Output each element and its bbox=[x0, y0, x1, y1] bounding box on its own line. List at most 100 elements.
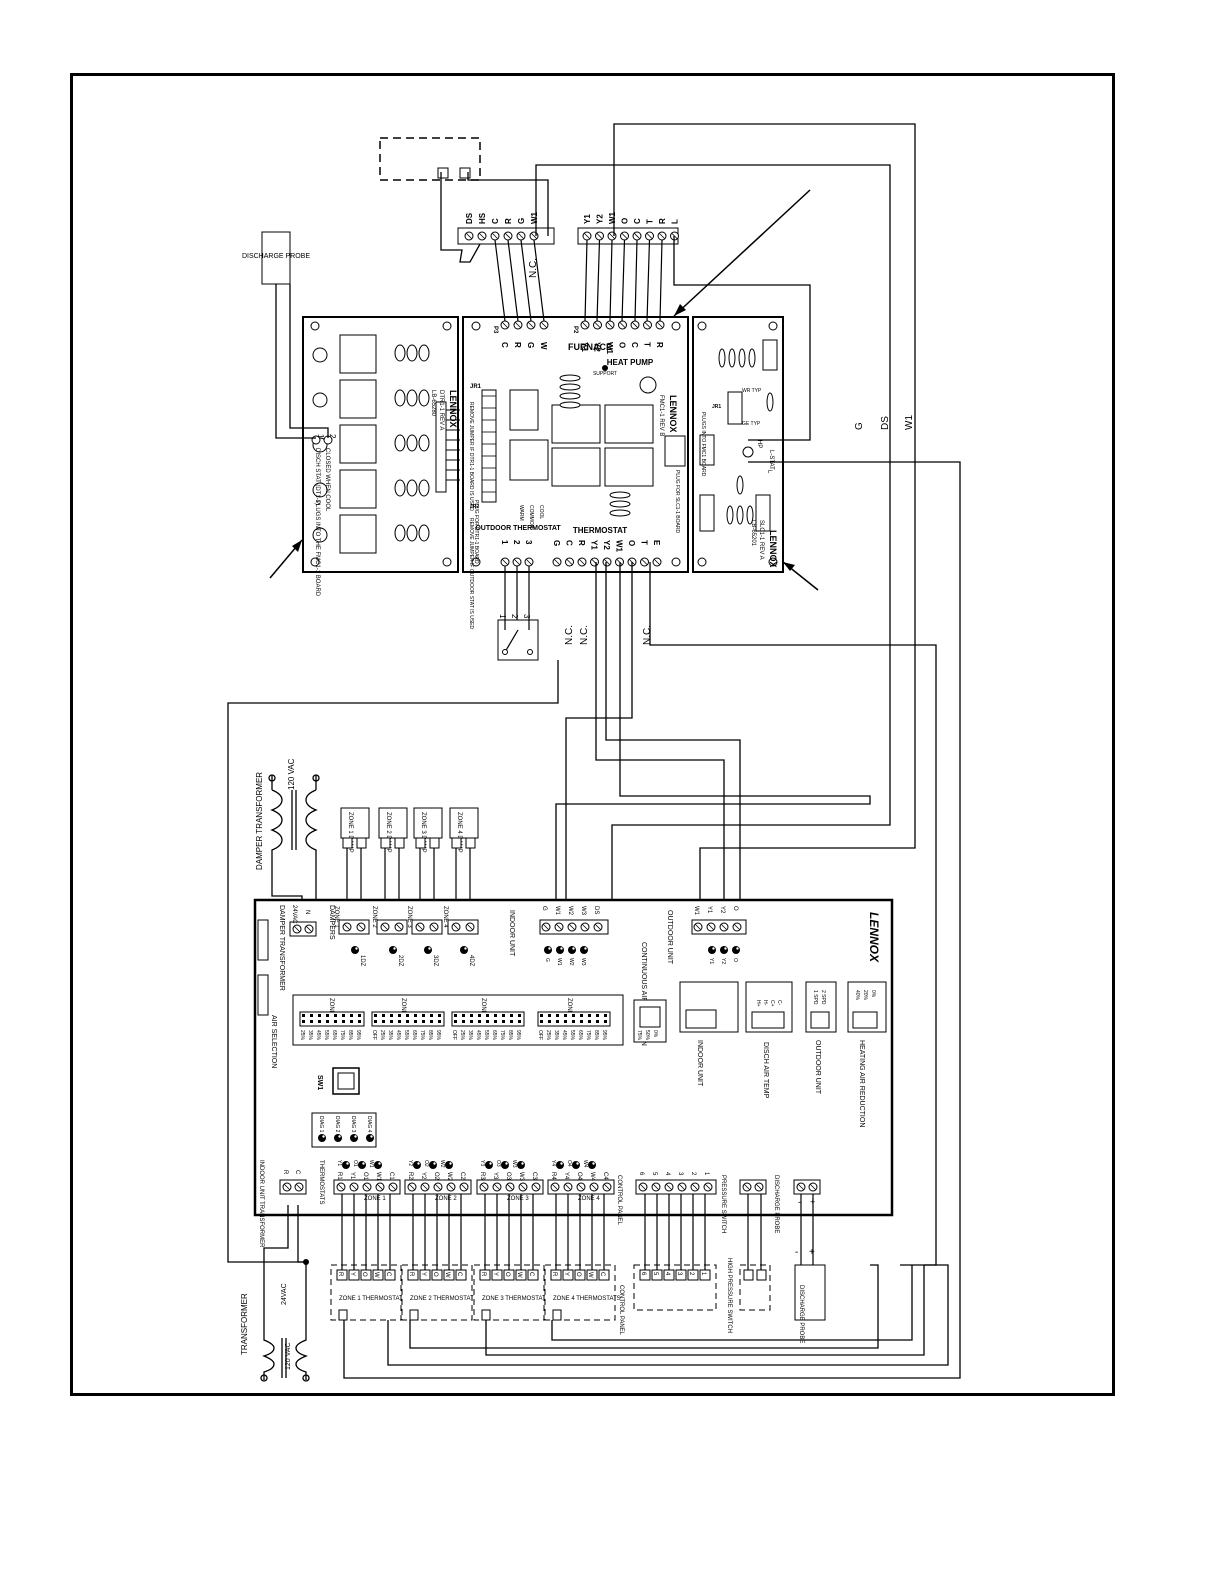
fmc-p3-label: P3 bbox=[492, 326, 498, 334]
fmc-outdoor-term-label: 3 bbox=[524, 540, 533, 545]
thermostat-led-label: Y1 bbox=[336, 1160, 342, 1166]
dtr-terminal-label: 1 bbox=[316, 434, 325, 439]
damper-led-label: 3DZ bbox=[432, 955, 438, 967]
thermostat-led-label: O2 bbox=[423, 1160, 429, 1167]
wire-p2 bbox=[596, 239, 601, 322]
terminal-slot bbox=[293, 925, 301, 933]
air-zone-pct: 85% bbox=[507, 1030, 513, 1041]
led-highlight bbox=[560, 1162, 563, 1165]
jumper-pin bbox=[564, 1014, 567, 1017]
thermostat-led bbox=[588, 1161, 596, 1169]
thermostat-zone-term-label: Y2 bbox=[420, 1172, 426, 1180]
jumper-pin bbox=[470, 1020, 473, 1023]
wires-top bbox=[227, 123, 961, 1379]
thermostat-led bbox=[556, 1161, 564, 1169]
terminal-slot bbox=[514, 321, 522, 329]
damper-motor bbox=[378, 807, 408, 839]
optional-box-terminal bbox=[459, 167, 471, 179]
arrow-fmc bbox=[673, 189, 811, 317]
wire-p3 bbox=[520, 239, 532, 322]
led-highlight bbox=[521, 1162, 524, 1165]
jumper-pin bbox=[414, 1020, 417, 1023]
dtr-part: LB-65280 bbox=[430, 390, 436, 417]
air-zone-pct: 45% bbox=[315, 1030, 321, 1041]
thermostat-zone-term-label: O2 bbox=[433, 1172, 439, 1181]
jumper-pin bbox=[494, 1014, 497, 1017]
control-panel-device-term-label: 6 bbox=[640, 1272, 646, 1276]
jumper-pin bbox=[302, 1020, 305, 1023]
dtr-component bbox=[406, 344, 418, 362]
junction-dot bbox=[303, 1259, 309, 1265]
mount-hole bbox=[310, 321, 320, 331]
nc-label: N.C. bbox=[528, 258, 539, 278]
thermostats-label: THERMOSTATS bbox=[318, 1160, 324, 1204]
zone-thermostat-aux-terminal bbox=[409, 1309, 419, 1321]
diag-led bbox=[334, 1134, 342, 1142]
main-outdoor-term-label: O bbox=[732, 906, 738, 911]
terminal-slot bbox=[631, 321, 639, 329]
wire-p2 bbox=[584, 239, 588, 322]
led-highlight bbox=[736, 947, 739, 950]
fmc-plug-dtr: PLUG FOR DTR1-1 BOARD bbox=[473, 500, 479, 564]
dtr-connector bbox=[435, 401, 447, 493]
terminal-slot bbox=[658, 232, 666, 240]
damper-led bbox=[460, 946, 468, 954]
wire-p2 bbox=[659, 239, 663, 322]
high-pressure-label: HIGH PRESSURE SWITCH bbox=[726, 1258, 732, 1333]
dtr-component bbox=[394, 434, 406, 452]
damper-transformer-voltage: 120 VAC bbox=[287, 758, 296, 790]
diag-led bbox=[318, 1134, 326, 1142]
zone-thermostat-term-label: R bbox=[408, 1272, 414, 1277]
thermostat-zone-term-label: Y3 bbox=[492, 1172, 498, 1180]
air-zone-label: ZONE 2 bbox=[400, 998, 406, 1020]
main-damper-term-label: N bbox=[304, 910, 310, 914]
terminal-slot bbox=[465, 232, 473, 240]
thermostat-zone-term-label: O1 bbox=[362, 1172, 368, 1181]
terminal-slot bbox=[797, 1183, 805, 1191]
terminal-slot bbox=[633, 232, 641, 240]
mount-hole bbox=[471, 321, 481, 331]
terminal-slot bbox=[283, 1183, 291, 1191]
outdoor-led-label: Y2 bbox=[720, 958, 726, 964]
high-pressure-terminal bbox=[756, 1269, 767, 1281]
air-zone-pct: 45% bbox=[475, 1030, 481, 1041]
terminal-slot bbox=[568, 923, 576, 931]
damper-motor bbox=[340, 807, 370, 839]
jumper-pin bbox=[374, 1014, 377, 1017]
led-highlight bbox=[548, 947, 551, 950]
main-outdoor-term-label: Y2 bbox=[719, 906, 725, 914]
slc-resistor bbox=[738, 348, 746, 368]
fmc-resistor bbox=[559, 392, 581, 400]
fmc-slc-plug bbox=[664, 435, 686, 467]
terminal-slot bbox=[733, 923, 741, 931]
dtr-capacitor bbox=[312, 482, 328, 498]
air-zone-pct: 25% bbox=[379, 1030, 385, 1041]
heatpump-strip-label: R bbox=[658, 218, 667, 224]
jumper-pin bbox=[398, 1014, 401, 1017]
jumper-pin bbox=[302, 1014, 305, 1017]
transformer-primary: 120 VAC bbox=[285, 1343, 292, 1371]
fmc-p2-term-label: W1 bbox=[605, 342, 614, 355]
dtr-component bbox=[418, 479, 430, 497]
jumper-pin bbox=[326, 1014, 329, 1017]
outdoor-led bbox=[720, 946, 728, 954]
main-damper-transformer-fuse bbox=[257, 919, 269, 961]
indoor-led-label: W3 bbox=[580, 958, 586, 966]
damper-led bbox=[424, 946, 432, 954]
main-outdoor-term-block bbox=[691, 919, 747, 935]
led-highlight bbox=[354, 1135, 357, 1138]
main-indoor-unit-label: INDOOR UNIT bbox=[508, 910, 515, 957]
jumper-pin bbox=[398, 1020, 401, 1023]
fmc-jr1-note: REMOVE JUMPER IF DTR1-1 BOARD IS USED bbox=[468, 402, 474, 511]
indoor-unit-jumper bbox=[685, 1009, 717, 1029]
discharge-probe-device-label: DISCHARGE PROBE bbox=[798, 1285, 804, 1343]
main-control-panel-term-label: 2 bbox=[690, 1172, 696, 1176]
transformer-secondary: 24VAC bbox=[281, 1283, 288, 1305]
main-transformer bbox=[260, 1330, 310, 1382]
dtr-component bbox=[418, 344, 430, 362]
terminal-slot bbox=[755, 1183, 763, 1191]
zone-thermostat-term-label: O bbox=[575, 1272, 581, 1277]
fmc-relay bbox=[604, 404, 654, 444]
dtr-component bbox=[418, 524, 430, 542]
